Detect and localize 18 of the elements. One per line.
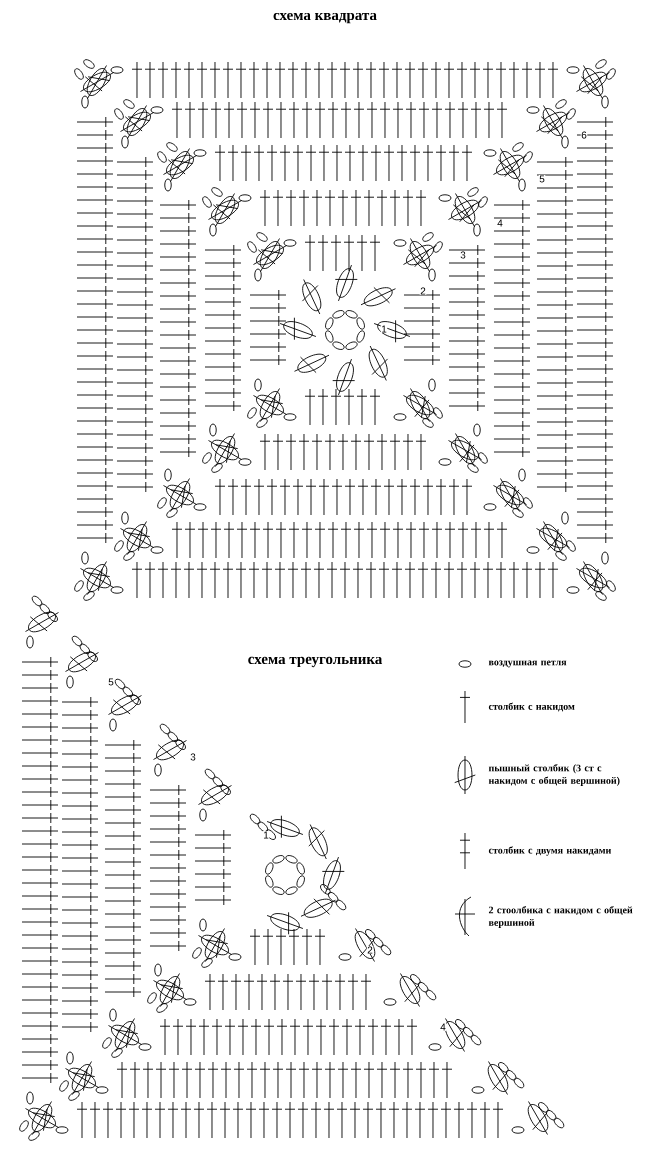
round-number: 6 bbox=[580, 130, 588, 140]
legend-text: пышный столбик (3 ст с накидом с общей вершиной) bbox=[488, 764, 620, 786]
legend-text: столбик с накидом bbox=[488, 702, 575, 712]
round-number: 1 bbox=[262, 831, 270, 839]
round-number: 3 bbox=[459, 250, 467, 260]
round-number: 1 bbox=[380, 325, 388, 333]
chart-heading: схема квадрата bbox=[273, 12, 377, 24]
round-number: 5 bbox=[107, 678, 115, 686]
legend-text: столбик с двумя накидами bbox=[488, 846, 612, 856]
legend-text: 2 стоолбика с накидом с общей вершиной bbox=[488, 906, 633, 928]
round-number: 4 bbox=[496, 219, 504, 227]
chart-heading: схема треугольника bbox=[246, 655, 384, 669]
round-number: 3 bbox=[189, 752, 197, 762]
legend-text: воздушная петля bbox=[488, 660, 567, 668]
round-number: 2 bbox=[419, 287, 427, 295]
round-number: 4 bbox=[439, 1023, 447, 1031]
round-number: 2 bbox=[366, 946, 374, 954]
round-number: 5 bbox=[538, 175, 546, 183]
